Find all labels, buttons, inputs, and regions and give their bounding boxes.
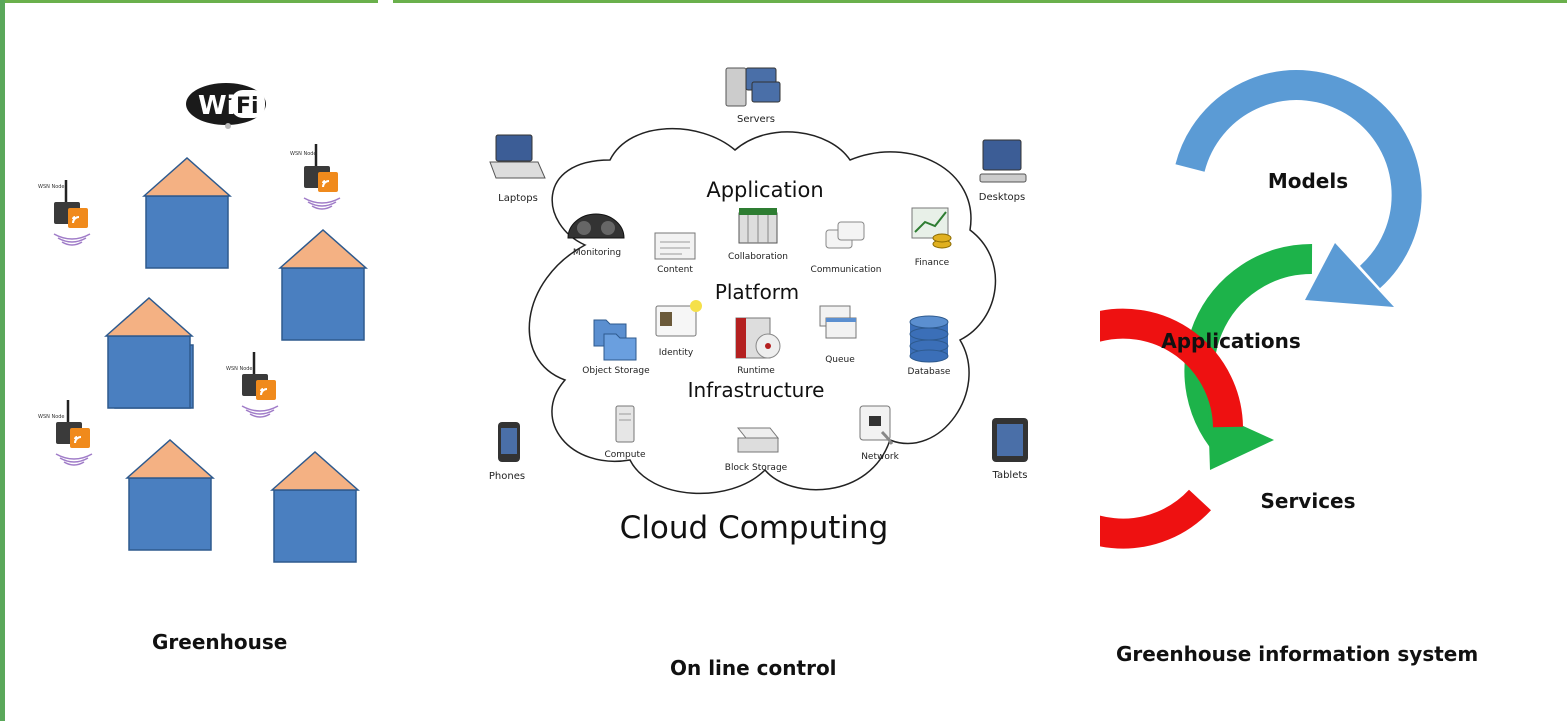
identity-icon (655, 300, 702, 337)
identity-label: Identity (659, 348, 694, 358)
database-label: Database (908, 367, 951, 377)
finance-icon (911, 207, 952, 249)
cloud-computing-title: Cloud Computing (620, 510, 889, 546)
left-accent-bar (0, 0, 5, 721)
wifi-logo: Wi Fi (186, 83, 266, 129)
queue-label: Queue (825, 355, 855, 365)
top-accent-bar-right (393, 0, 1567, 3)
greenhouse-5 (271, 451, 359, 563)
applications-label: Applications (1161, 329, 1300, 353)
wsn-node-1: WSN Node (38, 178, 92, 247)
tablets-label: Tablets (992, 470, 1028, 481)
servers-icon (725, 67, 781, 107)
block-storage-label: Block Storage (725, 463, 788, 473)
database-icon (909, 315, 949, 363)
runtime-icon (735, 317, 781, 359)
object-storage-label: Object Storage (582, 366, 650, 376)
layer-platform: Platform (715, 280, 799, 304)
phone-icon (498, 422, 520, 462)
cloud-outline (528, 127, 997, 495)
models-label: Models (1268, 169, 1348, 193)
network-icon (859, 405, 894, 445)
wsn-node-label: WSN Node (38, 184, 65, 190)
network-label: Network (861, 452, 899, 462)
services-arc (1100, 308, 1243, 549)
communication-icon (825, 221, 865, 249)
content-label: Content (657, 265, 693, 275)
wsn-node-label: WSN Node (226, 366, 253, 372)
desktops-label: Desktops (979, 192, 1025, 203)
layer-application: Application (706, 178, 823, 202)
servers-label: Servers (737, 114, 775, 125)
object-storage-icon (593, 319, 637, 361)
cloud-computing-diagram: Application Platform Infrastructure Serv… (489, 67, 1028, 546)
block-storage-icon (736, 427, 780, 453)
compute-label: Compute (604, 450, 646, 460)
tablet-icon (992, 418, 1028, 462)
monitoring-label: Monitoring (573, 248, 621, 258)
content-icon (654, 232, 696, 260)
phones-label: Phones (489, 471, 525, 482)
wsn-node-label: WSN Node (290, 151, 317, 157)
collaboration-icon (738, 208, 778, 244)
greenhouse-2 (279, 229, 367, 341)
information-system-caption: Greenhouse information system (1116, 642, 1479, 666)
greenhouse-4 (126, 439, 214, 551)
top-accent-bar-left (0, 0, 378, 3)
greenhouse-caption: Greenhouse (152, 630, 288, 654)
svg-text:Wi: Wi (198, 91, 236, 121)
svg-text:Fi: Fi (236, 94, 259, 119)
wsn-node-4: WSN Node (38, 398, 94, 467)
greenhouse-illustration: Wi Fi WSN Node WSN Node WSN Node WSN Nod… (38, 83, 367, 563)
wsn-node-label: WSN Node (38, 414, 65, 420)
greenhouse-3 (105, 297, 194, 409)
queue-icon (819, 305, 857, 339)
desktop-icon (979, 139, 1027, 183)
services-label: Services (1260, 489, 1355, 513)
online-control-caption: On line control (670, 656, 837, 680)
monitoring-icon (567, 213, 625, 239)
models-arc (1175, 70, 1422, 307)
collaboration-label: Collaboration (728, 252, 788, 262)
finance-label: Finance (915, 258, 950, 268)
runtime-label: Runtime (737, 366, 775, 376)
laptop-icon (489, 134, 546, 179)
laptops-label: Laptops (498, 193, 538, 204)
layer-infrastructure: Infrastructure (688, 378, 825, 402)
wsn-node-3: WSN Node (226, 350, 280, 419)
communication-label: Communication (811, 265, 882, 275)
wsn-node-2: WSN Node (290, 142, 342, 211)
greenhouse-1 (143, 157, 231, 269)
information-system-cycle: Models Applications Services (1100, 70, 1422, 549)
compute-icon (615, 405, 635, 443)
